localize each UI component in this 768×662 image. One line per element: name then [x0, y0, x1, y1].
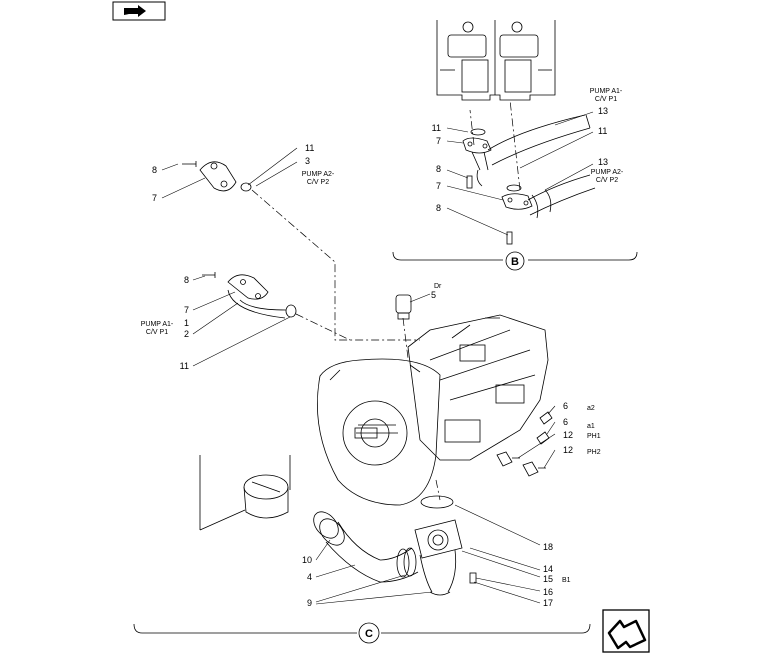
part-number: 13: [598, 106, 608, 116]
part-number: 11: [180, 361, 189, 371]
detail-b-frame: [392, 251, 638, 271]
part-number: 4: [307, 572, 312, 582]
drain-port-callout: Dr: [434, 283, 442, 290]
part-number: 10: [302, 555, 312, 565]
detail-b-parts: [462, 114, 596, 245]
pump-a2-callout-top: PUMP A2-C/V P2: [591, 169, 624, 184]
part-number: 7: [152, 193, 157, 203]
part-number: 8: [152, 165, 157, 175]
pump-a1-callout-left: PUMP A1-C/V P1: [141, 321, 174, 336]
sensor-fittings: [496, 411, 553, 477]
bearing-housing: [199, 455, 291, 531]
port-ph1-callout: PH1: [587, 433, 601, 440]
part-number: 6: [563, 401, 568, 411]
port-a1-callout: a1: [587, 423, 595, 430]
part-number: 11: [432, 123, 441, 133]
detail-c-frame: [133, 622, 591, 644]
routing-lines: [251, 99, 521, 501]
part-number: 7: [436, 136, 441, 146]
part-number: 12: [563, 445, 573, 455]
drain-fitting: [395, 294, 412, 320]
next-page-button[interactable]: [602, 609, 650, 653]
previous-page-button[interactable]: [112, 1, 166, 21]
part-number: 11: [305, 143, 314, 153]
leader-lines: [161, 111, 594, 605]
part-number: 3: [305, 156, 310, 166]
part-number: 2: [184, 329, 189, 339]
valve-block: [436, 20, 556, 101]
part-number: 8: [436, 164, 441, 174]
part-number: 8: [436, 203, 441, 213]
arrow-forward-icon: [607, 619, 647, 650]
part-number: 13: [598, 157, 608, 167]
part-number: 11: [598, 126, 607, 136]
pump-a2-callout-left: PUMP A2-C/V P2: [302, 171, 335, 186]
part-number-labels: 11 7 8 7 8 13 11 13 8 7 11 3 8 7 1 2 11 …: [152, 106, 608, 608]
part-number: 16: [543, 587, 553, 597]
port-ph2-callout: PH2: [587, 449, 601, 456]
part-number: 12: [563, 430, 573, 440]
part-number: 18: [543, 542, 553, 552]
o-ring-18: [420, 495, 454, 509]
part-number: 14: [543, 564, 553, 574]
part-number: 8: [184, 275, 189, 285]
port-b1-callout: B1: [562, 577, 571, 584]
transmission-housing: [316, 314, 549, 506]
left-middle-flange: [202, 272, 297, 319]
part-number: 7: [184, 305, 189, 315]
port-callouts: PUMP A1-C/V P1 PUMP A2-C/V P2 PUMP A2-C/…: [141, 88, 624, 584]
part-number: 15: [543, 574, 553, 584]
part-number: 17: [543, 598, 553, 608]
part-number: 6: [563, 417, 568, 427]
suction-elbow: [313, 511, 477, 596]
detail-b-label: B: [511, 256, 519, 268]
part-number: 5: [431, 290, 436, 300]
part-number: 9: [307, 598, 312, 608]
arrow-back-icon: [124, 5, 146, 17]
pump-a1-callout-top: PUMP A1-C/V P1: [590, 88, 623, 103]
port-a2-callout: a2: [587, 405, 595, 412]
part-number: 7: [436, 181, 441, 191]
left-upper-flange: [182, 161, 252, 192]
detail-c-label: C: [365, 628, 373, 640]
part-number: 1: [184, 318, 189, 328]
